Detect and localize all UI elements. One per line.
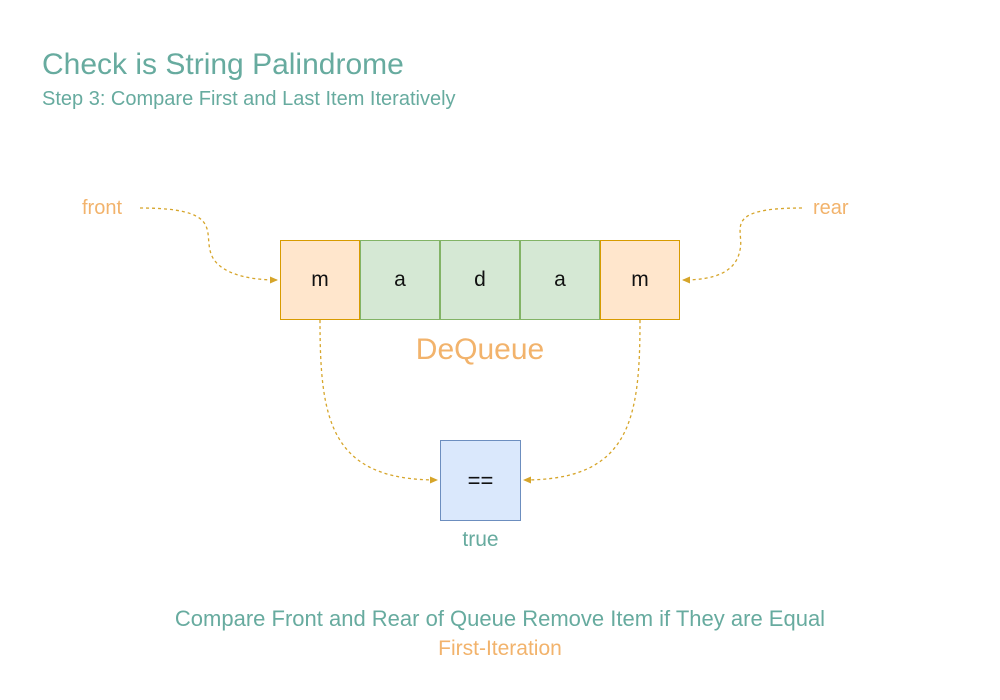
compare-result: true bbox=[462, 528, 499, 551]
front-arrow bbox=[139, 207, 278, 284]
footer-caption: Compare Front and Rear of Queue Remove I… bbox=[174, 606, 826, 631]
front-pointer-label: front bbox=[82, 197, 123, 219]
deque-cell: d bbox=[440, 240, 520, 320]
iteration-label: First-Iteration bbox=[438, 637, 562, 660]
diagram-title: Check is String Palindrome bbox=[42, 48, 404, 81]
deque-label: DeQueue bbox=[415, 333, 545, 366]
rear-to-compare-arrow bbox=[523, 319, 641, 484]
deque-cell-front: m bbox=[280, 240, 360, 320]
rear-pointer-label: rear bbox=[813, 197, 849, 219]
front-to-compare-arrow bbox=[319, 319, 438, 484]
rear-arrow bbox=[682, 207, 803, 284]
deque-cell: a bbox=[360, 240, 440, 320]
compare-box: == bbox=[440, 440, 521, 521]
deque-cell: a bbox=[520, 240, 600, 320]
deque-cell-rear: m bbox=[600, 240, 680, 320]
diagram-subtitle: Step 3: Compare First and Last Item Iter… bbox=[42, 88, 456, 110]
